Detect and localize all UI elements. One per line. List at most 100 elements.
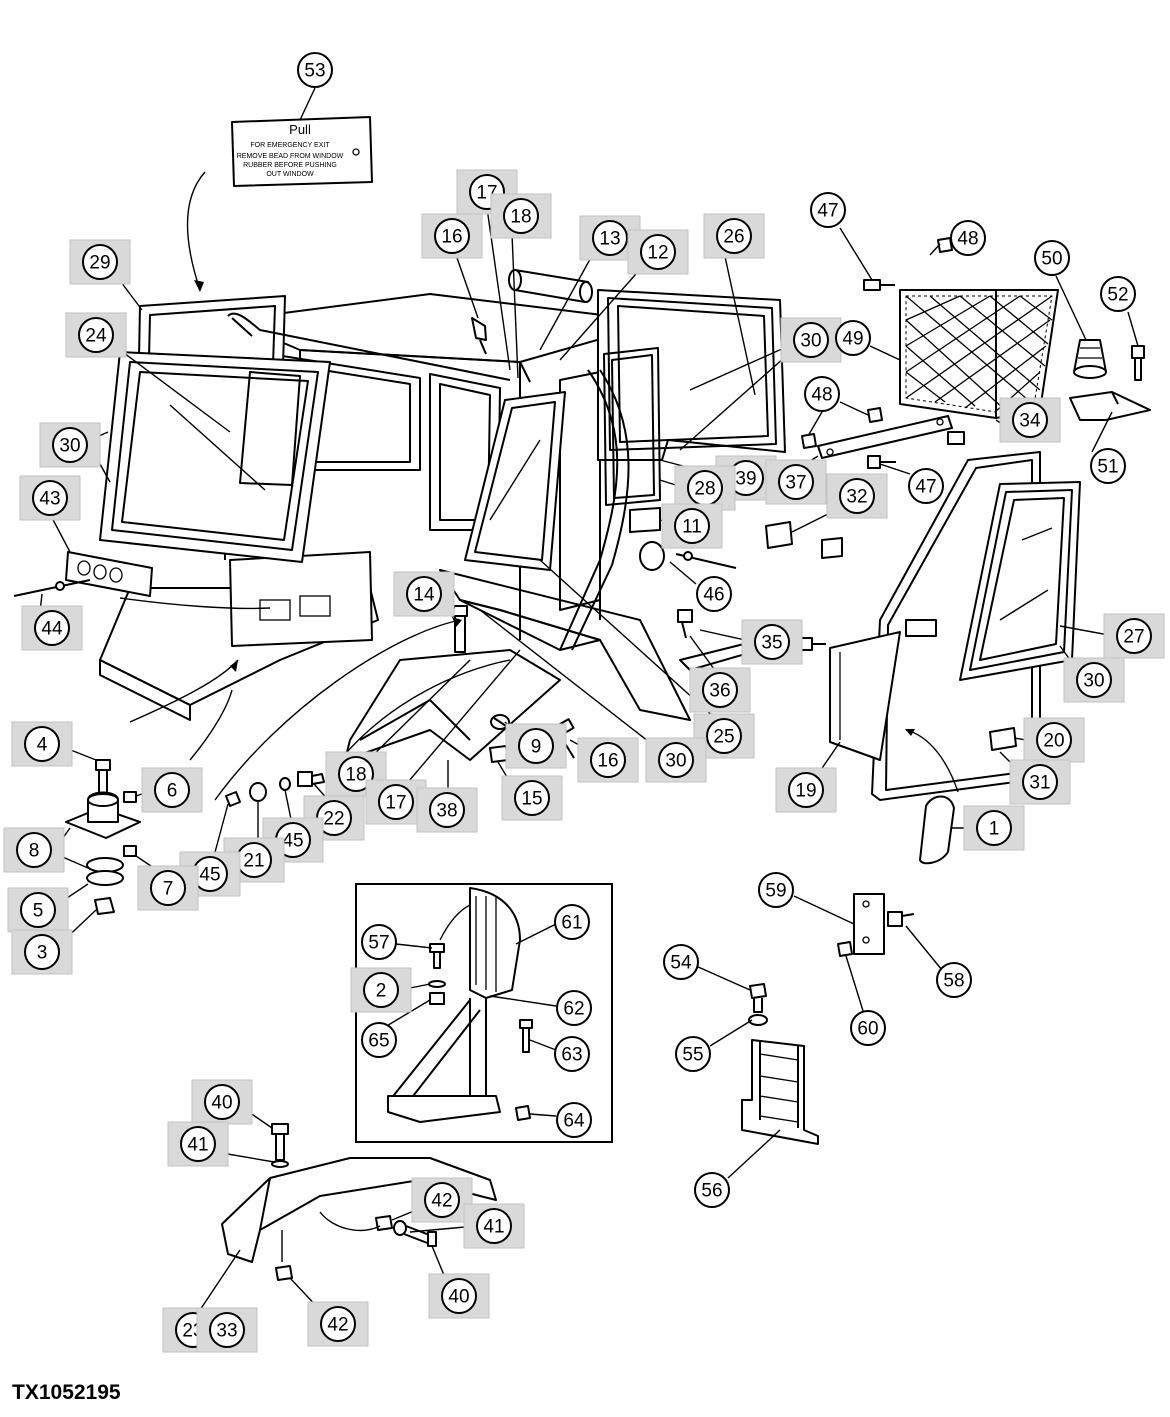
callout-number: 39 — [735, 469, 756, 490]
callout-number: 53 — [304, 61, 325, 82]
callout-61: 61 — [554, 904, 590, 940]
callout-49: 49 — [835, 320, 871, 356]
callout-9: 9 — [505, 723, 567, 769]
decal-line-2: REMOVE BEAD FROM WINDOW — [237, 153, 344, 160]
callout-number: 1 — [989, 819, 1000, 840]
front-window-24 — [99, 351, 331, 563]
emergency-exit-decal: Pull FOR EMERGENCY EXIT REMOVE BEAD FROM… — [186, 116, 373, 292]
door-window-27 — [959, 481, 1081, 681]
callout-circle — [640, 234, 676, 270]
beacon-50 — [1073, 339, 1107, 379]
door-panel-19 — [829, 619, 937, 761]
callout-circle — [78, 317, 114, 353]
callout-number: 3 — [37, 943, 48, 964]
door-window-25 — [464, 391, 566, 571]
callout-15: 15 — [501, 775, 563, 821]
callout-circle — [82, 244, 118, 280]
callout-circle — [788, 772, 824, 808]
callout-40: 40 — [191, 1079, 253, 1125]
callout-circle — [556, 990, 592, 1026]
callout-number: 42 — [431, 1191, 452, 1212]
callout-circle — [908, 468, 944, 504]
callout-46: 46 — [696, 576, 732, 612]
callout-number: 43 — [39, 489, 60, 510]
callout-circle — [1022, 764, 1058, 800]
callout-18: 18 — [490, 193, 552, 239]
callout-58: 58 — [936, 962, 972, 998]
callout-number: 20 — [1043, 731, 1064, 752]
callout-circle — [406, 576, 442, 612]
callout-number: 8 — [29, 841, 40, 862]
callout-number: 37 — [785, 473, 806, 494]
callout-circle — [696, 576, 732, 612]
callout-19: 19 — [775, 767, 837, 813]
callout-circle — [716, 218, 752, 254]
callout-59: 59 — [758, 872, 794, 908]
callout-circle — [1012, 402, 1048, 438]
callout-circle — [476, 1208, 512, 1244]
callout-circle — [320, 1306, 356, 1342]
callout-number: 34 — [1019, 411, 1041, 432]
callout-circle — [209, 1312, 245, 1348]
callout-42: 42 — [411, 1177, 473, 1223]
callout-number: 54 — [670, 953, 692, 974]
callout-number: 46 — [703, 585, 724, 606]
callout-number: 30 — [1083, 671, 1104, 692]
decal-line-3: RUBBER BEFORE PUSHING — [243, 162, 337, 169]
callout-number: 52 — [1107, 285, 1128, 306]
callout-circle — [1100, 276, 1136, 312]
callout-27: 27 — [1103, 613, 1165, 659]
callout-circle — [32, 480, 68, 516]
callout-number: 33 — [216, 1321, 237, 1342]
callout-number: 12 — [647, 243, 668, 264]
callout-number: 5 — [33, 901, 44, 922]
callout-number: 31 — [1029, 773, 1050, 794]
callout-36: 36 — [689, 667, 751, 713]
callout-circle — [338, 756, 374, 792]
door-handle-1 — [919, 795, 955, 865]
side-window-26 — [597, 289, 786, 461]
nut-15 — [489, 745, 509, 763]
callout-number: 30 — [800, 331, 821, 352]
callout-37: 37 — [765, 459, 827, 505]
bracket-51 — [1069, 391, 1151, 421]
callout-number: 30 — [665, 751, 686, 772]
callout-circle — [674, 508, 710, 544]
callout-38: 38 — [416, 787, 478, 833]
decal-line-1: FOR EMERGENCY EXIT — [250, 142, 330, 149]
callout-circle — [950, 220, 986, 256]
callout-number: 26 — [723, 227, 744, 248]
callout-30: 30 — [780, 317, 842, 363]
callout-number: 22 — [323, 809, 344, 830]
callout-53: 53 — [297, 52, 333, 88]
callout-52: 52 — [1100, 276, 1136, 312]
callout-circle — [441, 1278, 477, 1314]
bracket-59 — [837, 893, 915, 957]
decal-title: Pull — [289, 122, 311, 137]
callout-circle — [154, 772, 190, 808]
bolt-stack-21-22-45 — [225, 771, 325, 807]
callout-circle — [378, 784, 414, 820]
callout-8: 8 — [3, 827, 65, 873]
callout-number: 28 — [694, 479, 715, 500]
fender-23 — [221, 1123, 497, 1281]
callout-44: 44 — [21, 605, 83, 651]
callout-62: 62 — [556, 990, 592, 1026]
callout-28: 28 — [674, 465, 736, 511]
callout-number: 57 — [368, 933, 389, 954]
callout-number: 42 — [327, 1315, 348, 1336]
callout-circle — [424, 1182, 460, 1218]
callout-number: 51 — [1097, 457, 1118, 478]
callout-number: 29 — [89, 253, 110, 274]
callout-circle — [706, 718, 742, 754]
callout-50: 50 — [1034, 240, 1070, 276]
roof-bolt-16 — [455, 254, 487, 355]
callout-circle — [204, 1084, 240, 1120]
callout-35: 35 — [741, 619, 803, 665]
callout-41: 41 — [167, 1121, 229, 1167]
bolt-52 — [1131, 345, 1145, 381]
callout-12: 12 — [627, 229, 689, 275]
callout-circle — [1034, 240, 1070, 276]
callout-circle — [675, 1036, 711, 1072]
